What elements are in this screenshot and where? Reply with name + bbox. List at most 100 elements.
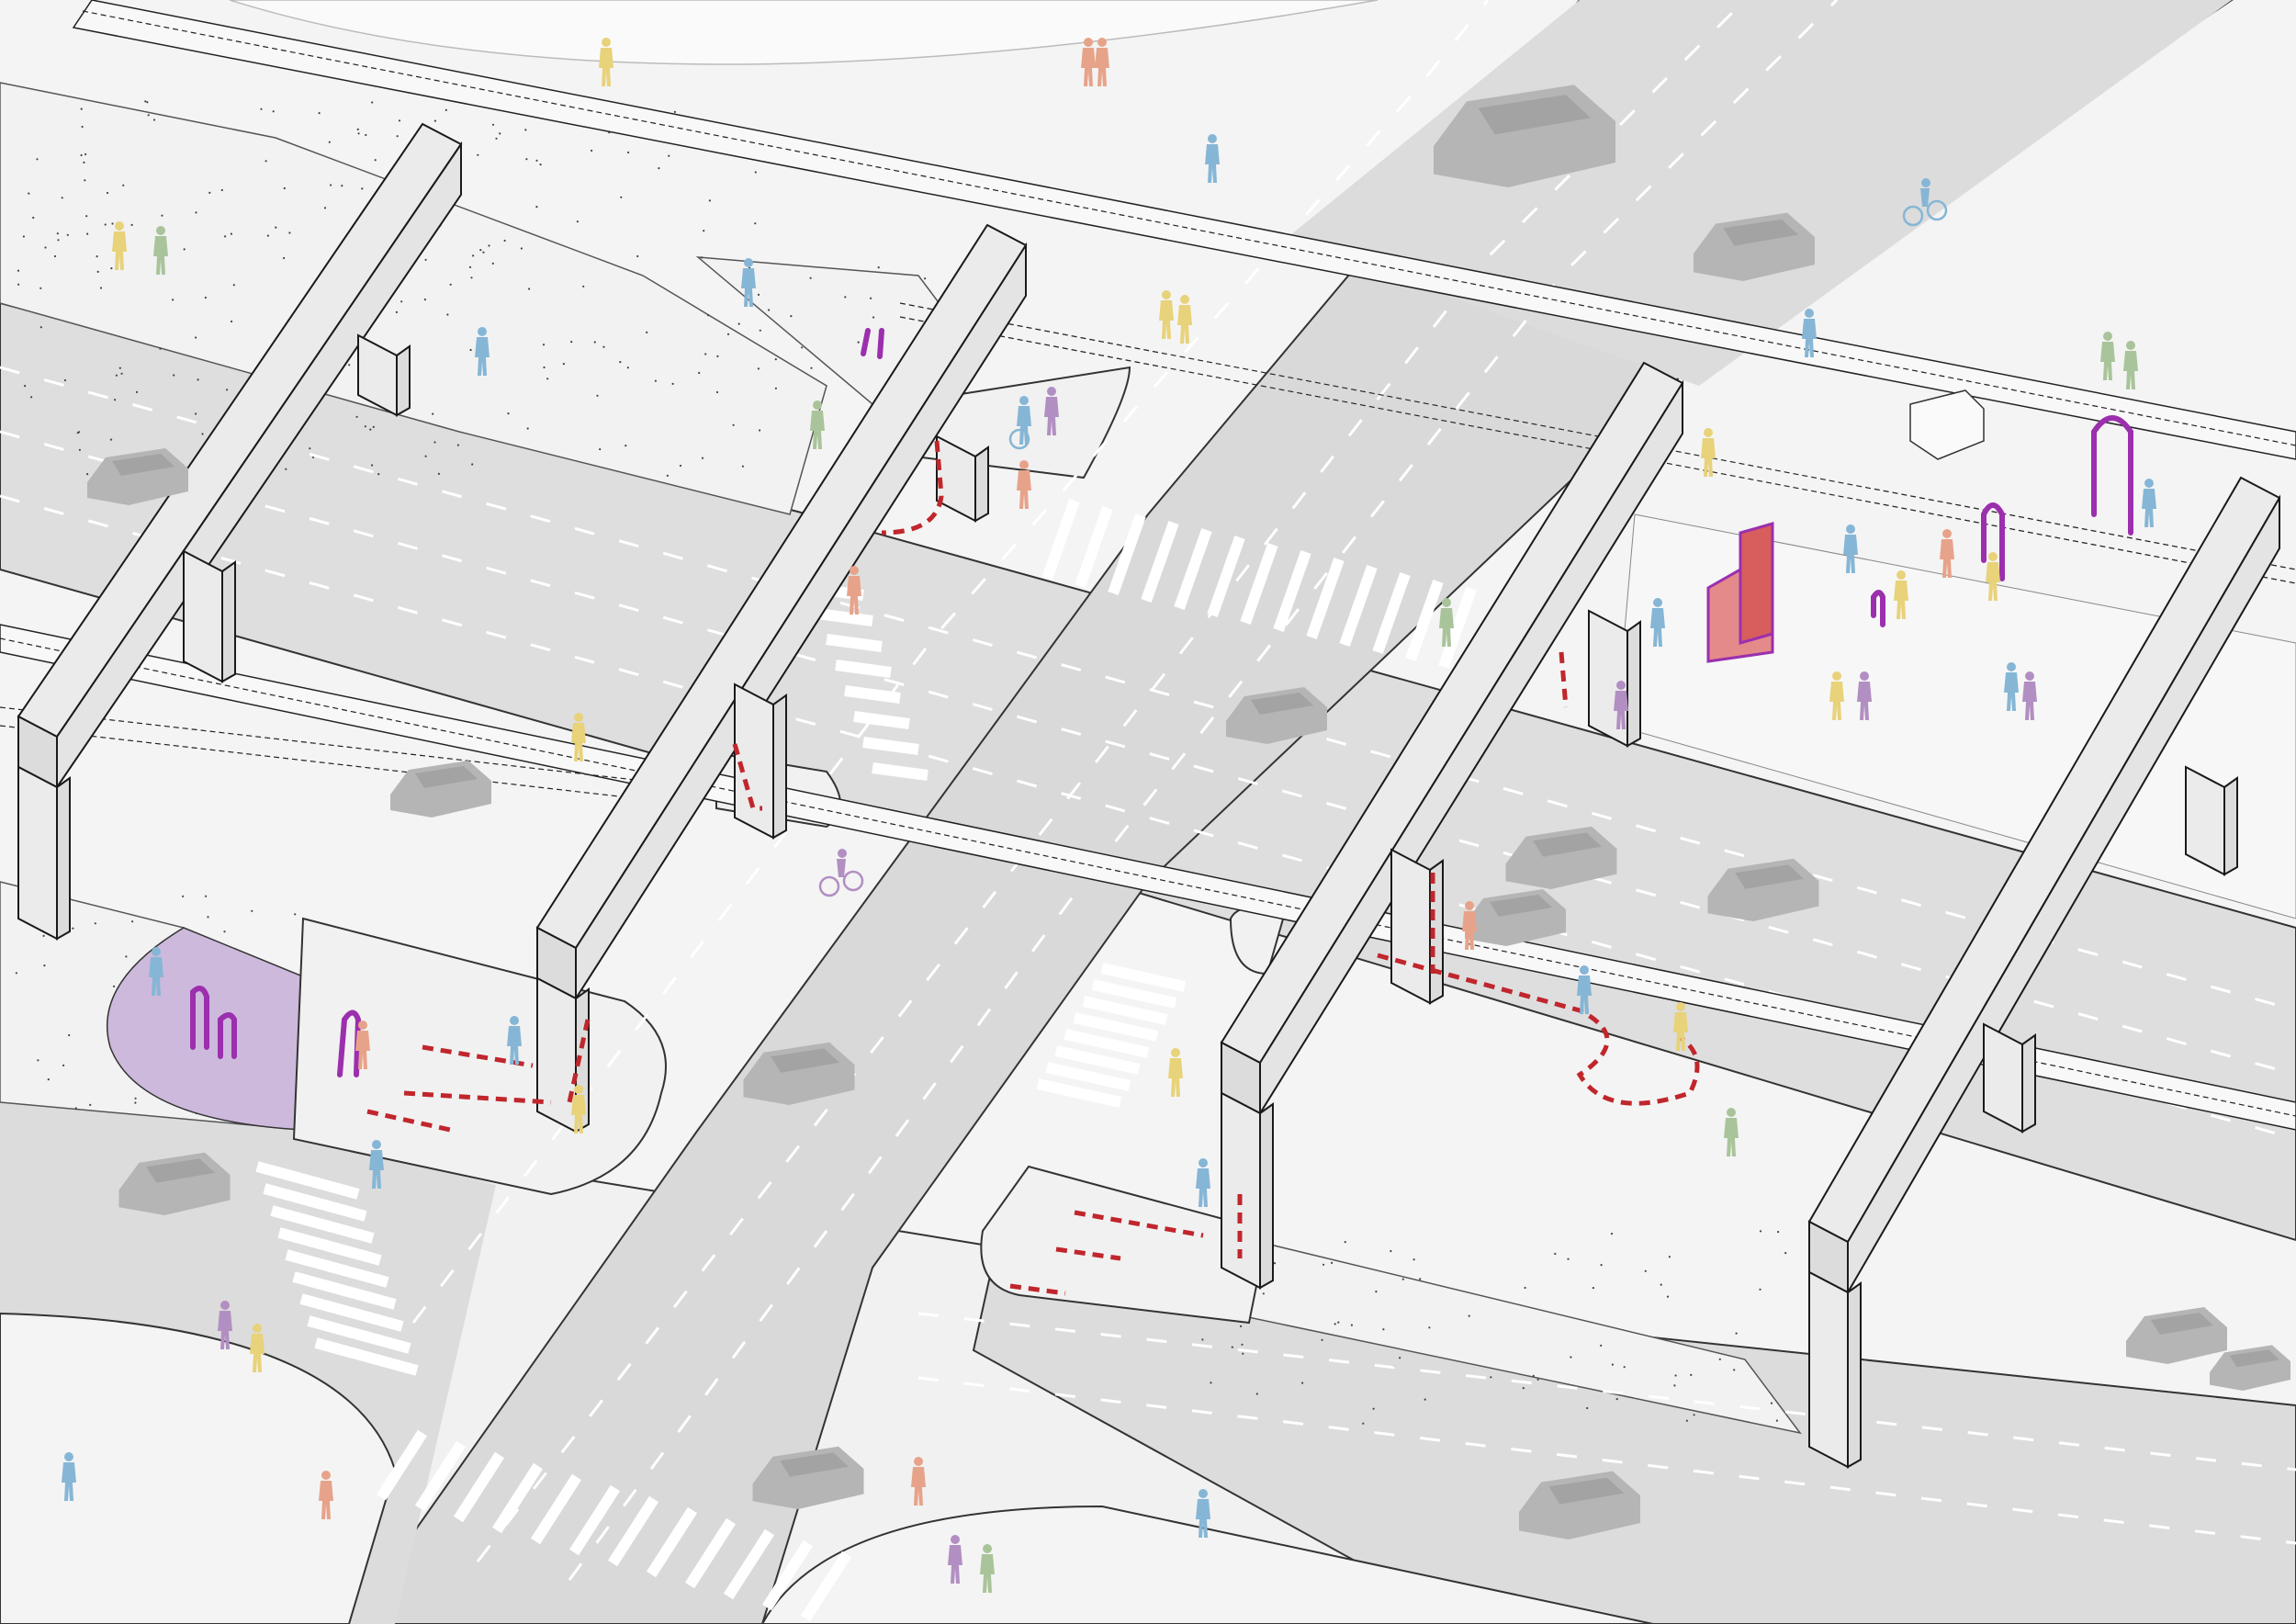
stipple-dot [1570,1356,1572,1359]
stipple-dot [62,1064,65,1066]
stipple-dot [99,287,103,289]
stipple-dot [323,207,327,209]
stipple-dot [520,247,523,250]
stipple-dot [703,230,705,232]
pedestrian-figure [475,327,490,376]
crosswalk-stripe [1240,543,1278,625]
stipple-dot [726,333,730,335]
stipple-dot [28,192,30,195]
pedestrian-figure [2142,479,2156,527]
stipple-dot [671,382,674,385]
red-pavilion-sculpture [1706,522,1774,663]
stipple-dot [223,930,226,933]
stipple-dot [78,448,81,451]
stipple-dot [543,366,546,369]
stipple-dot [582,285,585,288]
island-bottom [980,1165,1269,1325]
stipple-dot [599,448,602,451]
stipple-dot [591,149,593,152]
stipple-dot [546,378,549,380]
pedestrian-figure [1701,428,1716,477]
vehicle [390,761,491,818]
stipple-dot [437,472,440,476]
stipple-dot [396,135,399,138]
pedestrian-figure [2123,341,2138,389]
frame-face [1626,620,1641,748]
stipple-dot [283,256,286,260]
vehicle [743,1042,855,1105]
pedestrian-figure [911,1457,926,1506]
stipple-dot [679,464,682,468]
pedestrian-figure [2100,332,2115,380]
frame-face [1808,1270,1849,1469]
pedestrian-figure [980,1544,995,1593]
stipple-dot [471,463,474,466]
stipple-dot [104,223,107,226]
stipple-dot [1255,1393,1258,1395]
stipple-dot [1644,1269,1647,1272]
stipple-dot [620,196,623,198]
stipple-dot [173,374,175,377]
sculpture-seat-3 [337,1009,362,1077]
stipple-dot [627,151,630,154]
stipple-dot [1532,1374,1535,1377]
stipple-dot [109,438,113,441]
stipple-dot [183,248,186,251]
stipple-dot [309,447,311,450]
pedestrian-figure [319,1471,333,1519]
stipple-dot [1490,1376,1492,1379]
stipple-dot [1382,1328,1385,1331]
stipple-dot [355,415,358,418]
crosswalk-stripe [816,608,873,626]
stipple-dot [1611,1363,1614,1366]
pedestrian-figure [1462,901,1477,950]
crosswalk-stripe [835,660,892,678]
frame-face [1221,1091,1261,1290]
stipple-dot [39,326,42,329]
stipple-dot [275,226,277,229]
crosswalk-stripe [1339,565,1378,647]
pedestrian-figure [153,226,168,275]
stipple-dot [208,191,211,194]
stipple-dot [348,364,351,367]
pedestrian-figure [149,947,163,996]
crosswalk-stripe [255,1161,360,1200]
stipple-dot [801,346,804,349]
stipple-dot [668,154,670,157]
crosswalk-stripe [270,1205,375,1244]
stipple-dot [231,320,233,323]
pedestrian-figure [948,1535,962,1584]
stipple-dot [63,378,66,382]
stipple-dot [503,239,506,242]
pedestrian-figure [741,258,756,307]
frame-face [1847,1281,1862,1469]
pedestrian-figure [1081,38,1096,86]
stipple-dot [1735,1332,1738,1335]
stipple-dot [1428,1326,1431,1329]
stipple-dot [272,110,275,113]
crosswalk-stripe [1036,1078,1122,1108]
stipple-dot [1401,1278,1404,1280]
stipple-dot [131,920,134,923]
stipple-dot [877,266,880,269]
stipple-dot [870,297,872,299]
stipple-dot [1673,1384,1676,1387]
stipple-dot [135,390,139,393]
stipple-dot [130,223,133,226]
stipple-dot [1668,1256,1671,1258]
stipple-dot [84,179,86,182]
stipple-dot [172,299,174,301]
kiosk [1909,389,1985,460]
guideway-upper [72,0,2296,460]
stipple-dot [328,141,331,143]
stipple-dot [1690,1373,1693,1376]
stipple-dot [482,251,485,254]
stipple-dot [576,220,580,223]
light-strip-11 [1377,953,1700,1106]
pedestrian-figure [112,221,127,270]
stipple-dot [542,344,546,346]
stipple-dot [1331,1261,1334,1264]
pedestrian-figure [571,1085,586,1133]
stipple-dot [768,309,771,311]
light-strip-8 [1055,1246,1121,1261]
